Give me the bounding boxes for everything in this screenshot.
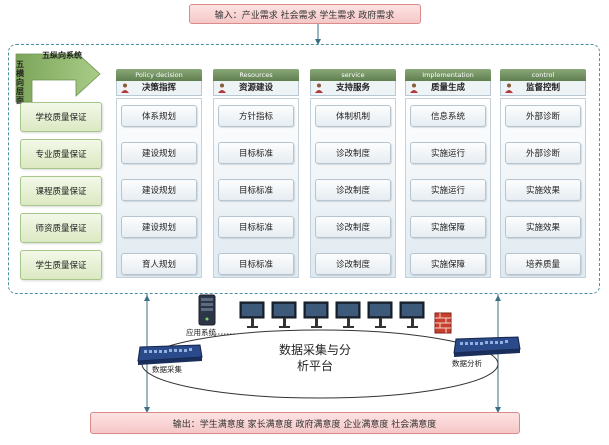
- cell-control-course: 实施效果: [505, 179, 581, 201]
- cell-policy-course: 建设规划: [121, 179, 197, 201]
- column-en-label: Policy decision: [116, 69, 202, 81]
- column-en-label: Resources: [213, 69, 299, 81]
- computer-icon-6: [399, 301, 425, 328]
- app-system-label: 应用系统: [186, 328, 216, 337]
- cell-policy-teacher: 建设规划: [121, 216, 197, 238]
- column-cn-text: 决策指挥: [141, 83, 176, 93]
- row-label-major: 专业质量保证: [20, 139, 102, 169]
- cell-resources-course: 目标标准: [218, 179, 294, 201]
- cell-resources-student: 目标标准: [218, 253, 294, 275]
- horizontal-layer-label: 五横向层面: [16, 60, 24, 105]
- person-icon: [410, 83, 418, 93]
- vertical-system-label: 五纵向系统: [42, 51, 82, 60]
- person-icon: [121, 83, 129, 93]
- cell-service-school: 体制机制: [315, 105, 391, 127]
- computer-icon-4: [335, 301, 361, 328]
- cell-service-major: 诊改制度: [315, 142, 391, 164]
- cell-resources-school: 方针指标: [218, 105, 294, 127]
- server-icon: [198, 294, 216, 326]
- cell-implementation-teacher: 实施保障: [410, 216, 486, 238]
- row-label-teacher: 师资质量保证: [20, 213, 102, 243]
- row-label-text: 专业质量保证: [35, 150, 87, 160]
- platform-title: 数据采集与分析平台: [278, 343, 351, 373]
- row-label-text: 学校质量保证: [35, 113, 87, 123]
- cell-policy-major: 建设规划: [121, 142, 197, 164]
- cell-resources-major: 目标标准: [218, 142, 294, 164]
- cell-control-student: 培养质量: [505, 253, 581, 275]
- row-label-text: 课程质量保证: [35, 187, 87, 197]
- cell-implementation-school: 信息系统: [410, 105, 486, 127]
- cell-service-teacher: 诊改制度: [315, 216, 391, 238]
- column-cn-label: 资源建设: [213, 81, 299, 96]
- person-icon: [505, 83, 513, 93]
- column-en-label: control: [500, 69, 586, 81]
- system-frame: [8, 44, 600, 294]
- person-icon: [218, 83, 226, 93]
- column-cn-text: 监督控制: [525, 83, 560, 93]
- cell-control-teacher: 实施效果: [505, 216, 581, 238]
- column-en-label: Implementation: [405, 69, 491, 81]
- input-box: 输入：产业需求 社会需求 学生需求 政府需求: [188, 4, 421, 24]
- row-label-school: 学校质量保证: [20, 102, 102, 132]
- column-cn-label: 支持服务: [310, 81, 396, 96]
- column-cn-text: 支持服务: [335, 83, 370, 93]
- person-icon: [315, 83, 323, 93]
- output-box: 输出：学生满意度 家长满意度 政府满意度 企业满意度 社会满意度: [89, 412, 520, 434]
- computer-icon-2: [271, 301, 297, 328]
- computer-icon-5: [367, 301, 393, 328]
- cell-implementation-course: 实施运行: [410, 179, 486, 201]
- column-cn-label: 质量生成: [405, 81, 491, 96]
- row-label-text: 师资质量保证: [35, 224, 87, 234]
- network-switch-left-icon: [137, 344, 203, 365]
- column-cn-label: 监督控制: [500, 81, 586, 96]
- cell-service-course: 诊改制度: [315, 179, 391, 201]
- cell-resources-teacher: 目标标准: [218, 216, 294, 238]
- row-label-student: 学生质量保证: [20, 250, 102, 280]
- row-label-text: 学生质量保证: [35, 261, 87, 271]
- column-en-label: service: [310, 69, 396, 81]
- data-analysis-label: 数据分析: [452, 359, 482, 368]
- column-header-implementation: Implementation 质量生成: [405, 69, 491, 97]
- cell-control-major: 外部诊断: [505, 142, 581, 164]
- computer-icon-3: [303, 301, 329, 328]
- cell-policy-student: 育人规划: [121, 253, 197, 275]
- cell-service-student: 诊改制度: [315, 253, 391, 275]
- column-cn-label: 决策指挥: [116, 81, 202, 96]
- computer-icon-1: [239, 301, 265, 328]
- row-label-course: 课程质量保证: [20, 176, 102, 206]
- column-cn-text: 质量生成: [430, 83, 465, 93]
- input-label: 输入：产业需求 社会需求 学生需求 政府需求: [214, 10, 395, 21]
- output-label: 输出：学生满意度 家长满意度 政府满意度 企业满意度 社会满意度: [172, 419, 437, 430]
- firewall-icon: [434, 312, 452, 334]
- cell-implementation-major: 实施运行: [410, 142, 486, 164]
- column-header-policy: Policy decision 决策指挥: [116, 69, 202, 97]
- column-cn-text: 资源建设: [238, 83, 273, 93]
- network-switch-right-icon: [453, 336, 521, 357]
- cell-control-school: 外部诊断: [505, 105, 581, 127]
- cell-policy-school: 体系规划: [121, 105, 197, 127]
- data-collect-label: 数据采集: [152, 365, 182, 374]
- column-header-resources: Resources 资源建设: [213, 69, 299, 97]
- column-header-service: service 支持服务: [310, 69, 396, 97]
- column-header-control: control 监督控制: [500, 69, 586, 97]
- cell-implementation-student: 实施保障: [410, 253, 486, 275]
